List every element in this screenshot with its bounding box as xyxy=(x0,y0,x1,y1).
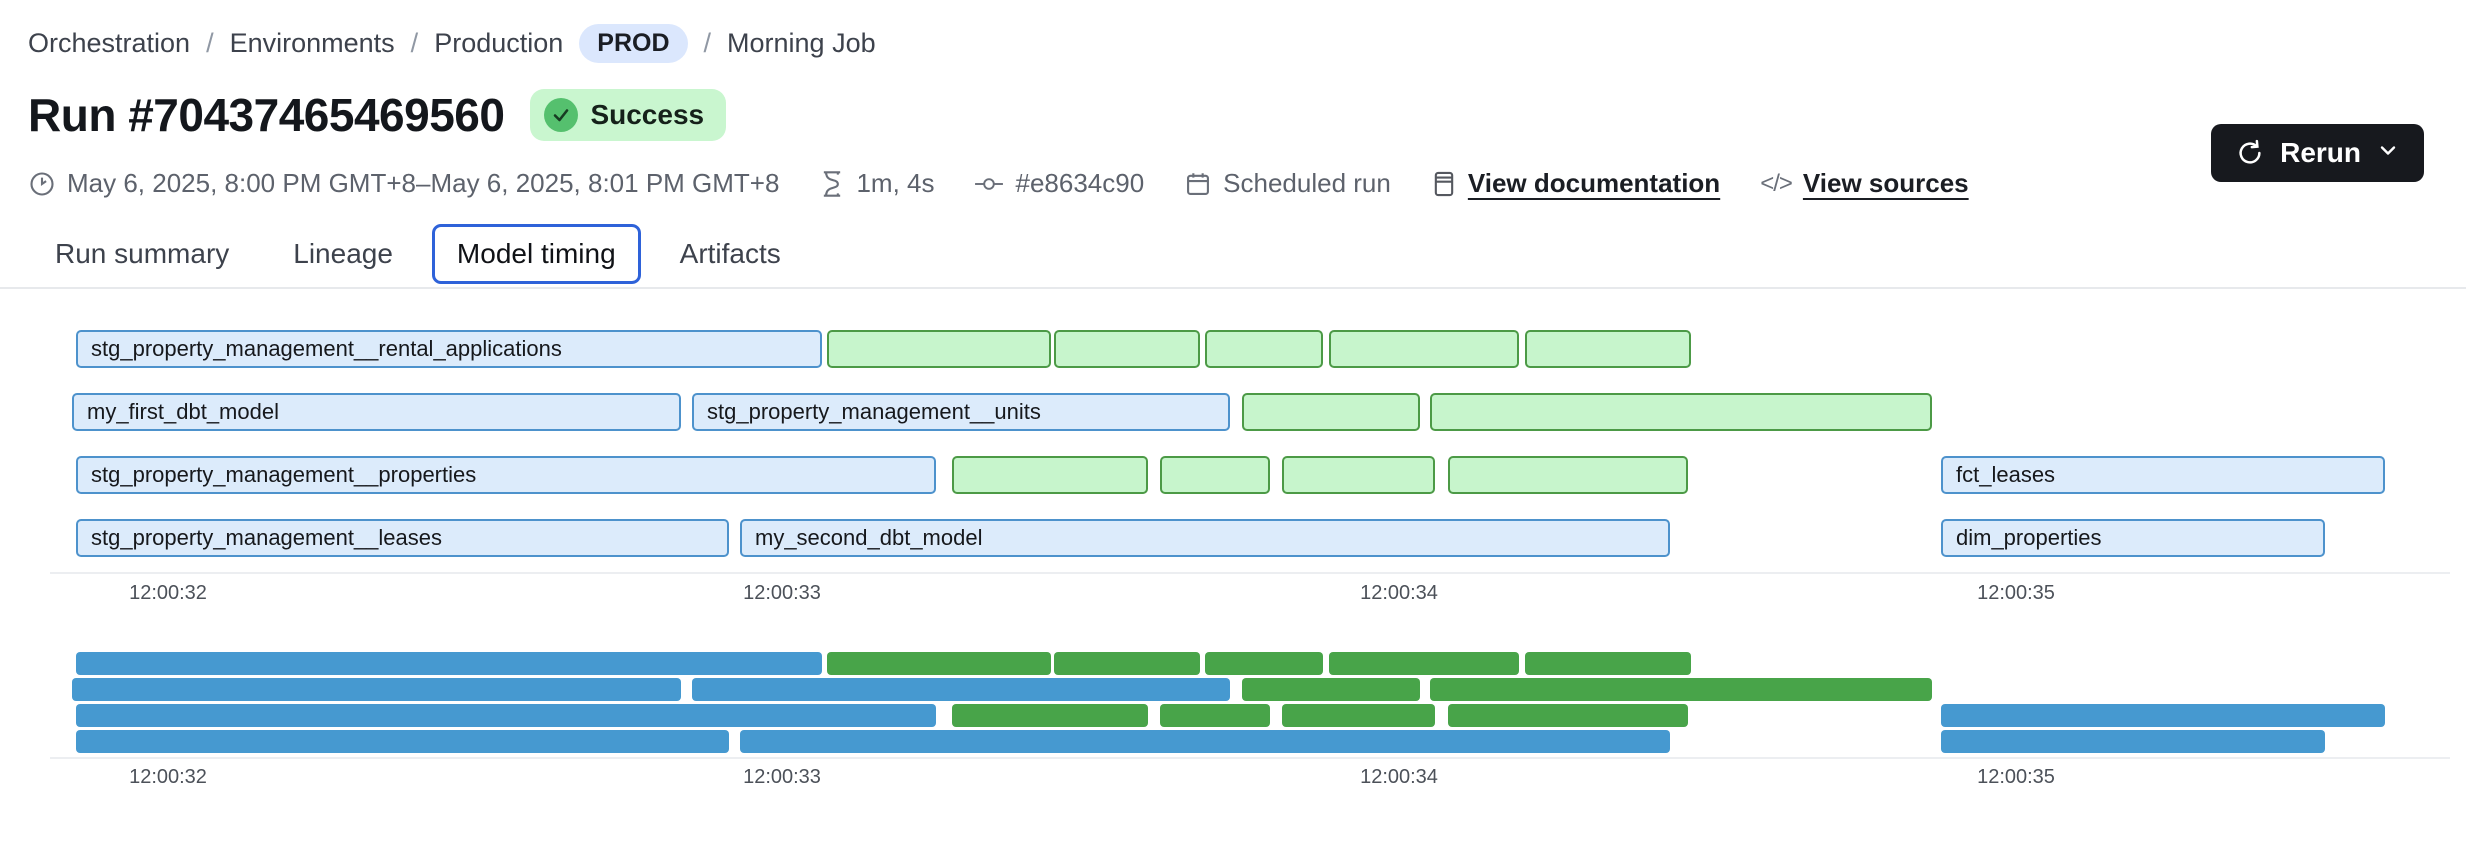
title-row: Run #70437465469560 Success xyxy=(28,88,727,142)
gantt-axis: 12:00:32 12:00:33 12:00:34 12:00:35 xyxy=(72,582,2412,612)
gantt-bar[interactable] xyxy=(1160,456,1270,494)
gantt-bar[interactable]: stg_property_management__leases xyxy=(76,519,729,557)
run-trigger: Scheduled run xyxy=(1184,168,1391,199)
gantt-bar[interactable]: my_second_dbt_model xyxy=(740,519,1670,557)
axis-tick-label: 12:00:34 xyxy=(1360,766,1438,788)
view-documentation-link[interactable]: View documentation xyxy=(1467,168,1721,198)
axis-tick-label: 12:00:32 xyxy=(129,766,207,788)
hourglass-icon xyxy=(819,170,845,198)
calendar-icon xyxy=(1184,170,1212,198)
tab-run-summary[interactable]: Run summary xyxy=(55,238,230,269)
environment-badge: PROD xyxy=(579,24,688,63)
minimap-bar xyxy=(1242,678,1420,701)
breadcrumb-environments[interactable]: Environments xyxy=(229,28,395,58)
gantt-bar[interactable]: stg_property_management__units xyxy=(692,393,1230,431)
tab-artifacts[interactable]: Artifacts xyxy=(679,238,781,269)
clock-icon xyxy=(28,170,56,198)
minimap-bar xyxy=(1329,652,1519,675)
view-sources-link-item: </> View sources xyxy=(1760,168,1968,199)
axis-tick-label: 12:00:35 xyxy=(1977,582,2055,604)
minimap-bar xyxy=(1525,652,1691,675)
minimap-bar xyxy=(952,704,1148,727)
gantt-bar[interactable] xyxy=(1282,456,1435,494)
git-commit-icon xyxy=(974,171,1004,197)
minimap-bar xyxy=(76,704,936,727)
gantt-axis-line xyxy=(50,572,2450,574)
minimap-bar xyxy=(76,730,729,753)
run-meta-row: May 6, 2025, 8:00 PM GMT+8–May 6, 2025, … xyxy=(28,168,1969,199)
status-label: Success xyxy=(590,99,705,130)
gantt-bar[interactable]: fct_leases xyxy=(1941,456,2385,494)
view-documentation-link-item: View documentation xyxy=(1431,168,1720,199)
minimap-bar xyxy=(1941,730,2325,753)
gantt-bar[interactable] xyxy=(827,330,1051,368)
run-time-range: May 6, 2025, 8:00 PM GMT+8–May 6, 2025, … xyxy=(28,168,779,199)
axis-tick-label: 12:00:35 xyxy=(1977,766,2055,788)
tab-bar-divider xyxy=(0,287,2466,289)
minimap-bar xyxy=(1160,704,1270,727)
breadcrumb-orchestration[interactable]: Orchestration xyxy=(28,28,191,58)
gantt-bar[interactable] xyxy=(1054,330,1200,368)
axis-tick-label: 12:00:34 xyxy=(1360,582,1438,604)
minimap-axis: 12:00:32 12:00:33 12:00:34 12:00:35 xyxy=(72,766,2412,796)
gantt-bar[interactable]: my_first_dbt_model xyxy=(72,393,681,431)
gantt-chart: stg_property_management__rental_applicat… xyxy=(72,330,2412,560)
axis-tick-label: 12:00:33 xyxy=(743,766,821,788)
gantt-bar[interactable]: stg_property_management__rental_applicat… xyxy=(76,330,822,368)
page-title: Run #70437465469560 xyxy=(28,89,505,141)
model-name-label: stg_property_management__units xyxy=(707,399,1041,424)
gantt-bar[interactable] xyxy=(1525,330,1691,368)
rerun-label: Rerun xyxy=(2280,137,2361,168)
timing-minimap[interactable] xyxy=(72,652,2412,754)
gantt-bar[interactable] xyxy=(1242,393,1420,431)
success-check-icon xyxy=(544,98,579,132)
minimap-bar xyxy=(827,652,1051,675)
minimap-bar xyxy=(1054,652,1200,675)
status-badge: Success xyxy=(530,89,727,141)
minimap-bar xyxy=(72,678,681,701)
tab-lineage[interactable]: Lineage xyxy=(293,238,393,269)
rerun-button[interactable]: Rerun xyxy=(2211,124,2424,182)
model-name-label: my_second_dbt_model xyxy=(755,525,983,550)
model-name-label: my_first_dbt_model xyxy=(87,399,279,424)
gantt-bar[interactable] xyxy=(1205,330,1323,368)
minimap-bar xyxy=(1205,652,1323,675)
model-name-label: stg_property_management__rental_applicat… xyxy=(91,336,562,361)
view-sources-link[interactable]: View sources xyxy=(1802,168,1969,198)
code-icon: </> xyxy=(1760,169,1793,197)
tab-model-timing[interactable]: Model timing xyxy=(431,224,641,284)
model-name-label: dim_properties xyxy=(1956,525,2102,550)
documentation-icon xyxy=(1431,170,1457,198)
breadcrumb: Orchestration / Environments / Productio… xyxy=(28,24,876,63)
axis-tick-label: 12:00:33 xyxy=(743,582,821,604)
minimap-bar xyxy=(692,678,1230,701)
breadcrumb-separator: / xyxy=(703,28,712,58)
gantt-bar[interactable] xyxy=(952,456,1148,494)
minimap-bar xyxy=(1430,678,1932,701)
gantt-bar[interactable] xyxy=(1430,393,1932,431)
commit-hash: #e8634c90 xyxy=(974,168,1144,199)
minimap-bar xyxy=(76,652,822,675)
tab-bar: Run summary Lineage Model timing Artifac… xyxy=(30,224,806,284)
minimap-bar xyxy=(740,730,1670,753)
gantt-bar[interactable]: dim_properties xyxy=(1941,519,2325,557)
breadcrumb-morning-job[interactable]: Morning Job xyxy=(727,28,876,58)
refresh-icon xyxy=(2235,138,2265,168)
breadcrumb-separator: / xyxy=(410,28,419,58)
minimap-axis-line xyxy=(50,757,2450,759)
model-name-label: stg_property_management__leases xyxy=(91,525,443,550)
model-name-label: fct_leases xyxy=(1956,462,2056,487)
gantt-bar[interactable] xyxy=(1329,330,1519,368)
minimap-bar xyxy=(1282,704,1435,727)
model-name-label: stg_property_management__properties xyxy=(91,462,477,487)
minimap-bar xyxy=(1448,704,1688,727)
gantt-bar[interactable]: stg_property_management__properties xyxy=(76,456,936,494)
axis-tick-label: 12:00:32 xyxy=(129,582,207,604)
gantt-bar[interactable] xyxy=(1448,456,1688,494)
breadcrumb-separator: / xyxy=(206,28,214,58)
chevron-down-icon xyxy=(2376,137,2400,169)
breadcrumb-production[interactable]: Production xyxy=(434,28,564,58)
run-duration: 1m, 4s xyxy=(819,168,934,199)
minimap-bar xyxy=(1941,704,2385,727)
